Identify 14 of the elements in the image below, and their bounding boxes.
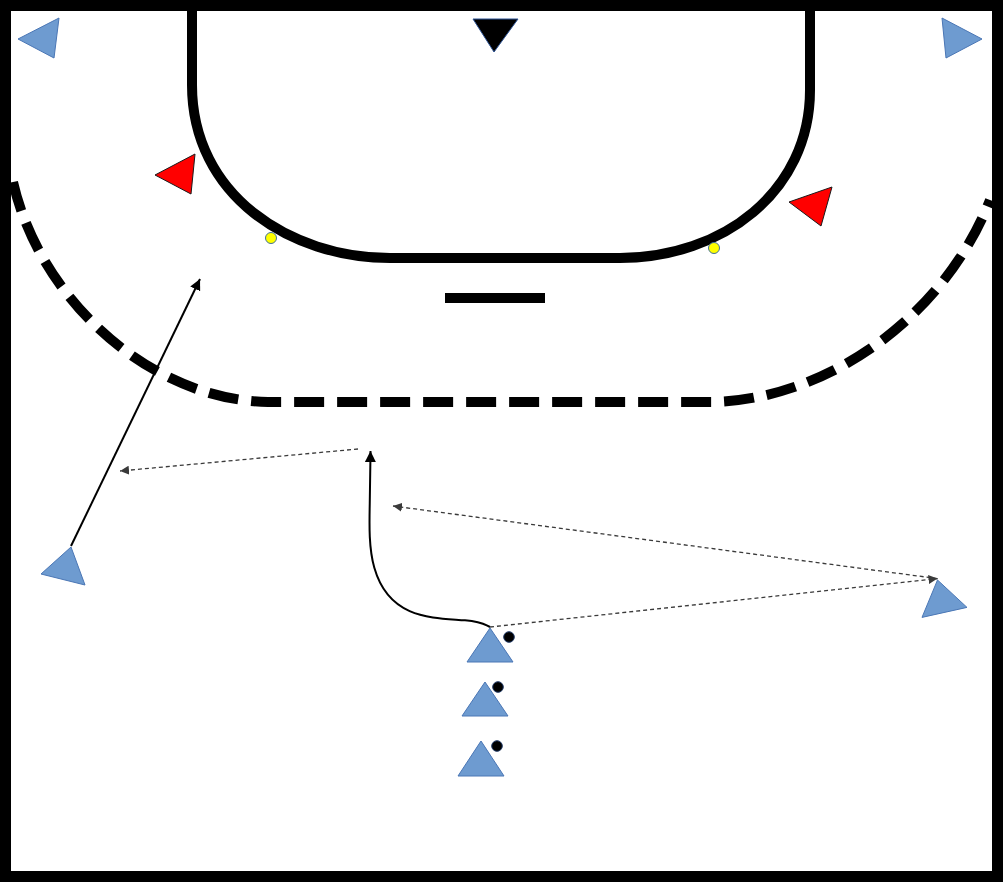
player-triangle [40, 546, 86, 586]
goalkeeper-triangle [472, 18, 519, 53]
player-triangle [461, 681, 509, 717]
player-triangle [154, 153, 196, 195]
player-triangle [17, 17, 60, 59]
arrow [364, 450, 491, 628]
player-triangle [941, 17, 983, 59]
player-triangle [788, 186, 833, 227]
player-triangle [921, 578, 968, 618]
dashed-arrow [489, 575, 939, 628]
arrow [70, 278, 201, 547]
player-triangle [466, 627, 514, 663]
player-triangle [457, 740, 505, 777]
dashed-arrow [392, 502, 939, 580]
